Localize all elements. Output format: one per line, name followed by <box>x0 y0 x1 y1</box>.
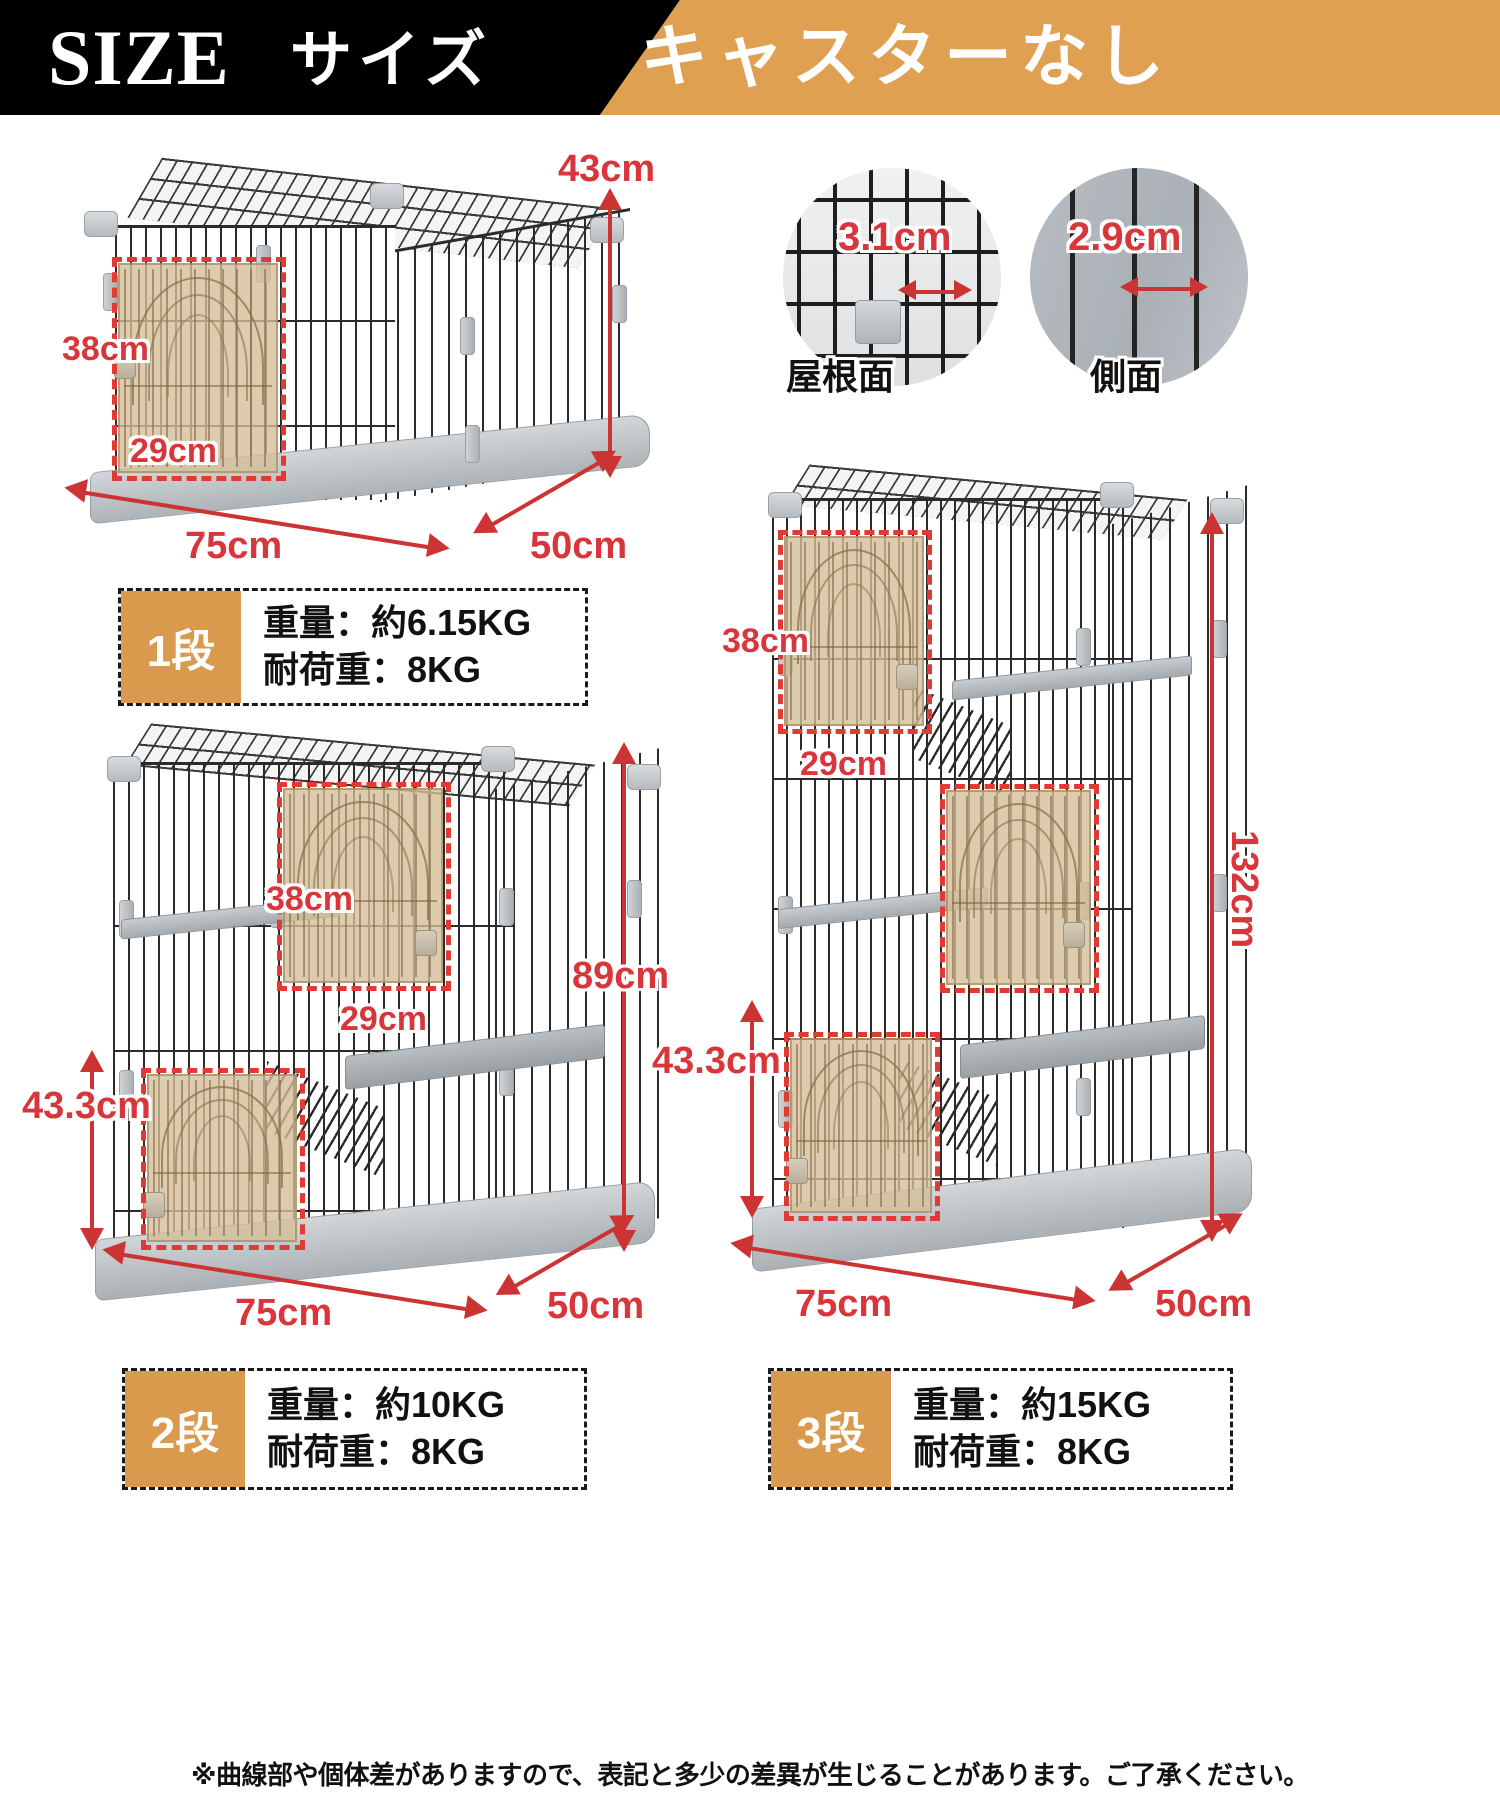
spec-weight: 重量：約10KG <box>267 1384 506 1426</box>
cage-corner-cap <box>590 217 624 243</box>
dim-tier3-depth: 50cm <box>1155 1283 1253 1325</box>
dim-tier3-door-height: 38cm <box>722 622 809 660</box>
cage-connector-clip <box>499 888 514 926</box>
cage-corner-cap <box>768 492 802 518</box>
cage-front-hbar <box>113 1050 513 1052</box>
spec-box-tier3: 3段 重量：約15KG 耐荷重：8KG <box>768 1368 1233 1490</box>
spec-tier-label: 1段 <box>121 591 241 703</box>
spec-tier-label: 2段 <box>125 1371 245 1487</box>
cage-corner-cap <box>627 764 661 790</box>
dim-tier1-door-width: 29cm <box>130 432 217 470</box>
arrow-tier3-height <box>1200 512 1224 1242</box>
header-orange-panel <box>600 0 1500 115</box>
cage-door-lower[interactable] <box>143 1074 297 1242</box>
dim-roof-gap: 3.1cm <box>838 215 952 259</box>
header-size-jp: サイズ <box>290 26 493 95</box>
dim-tier3-height: 132cm <box>1223 830 1265 949</box>
cage-front-hbar <box>772 778 1132 780</box>
door-arch-inner <box>833 1081 889 1150</box>
footer-disclaimer: ※曲線部や個体差がありますので、表記と多少の差異が生じることがあります。ご了承く… <box>191 1760 1309 1790</box>
arrow-roof-gap <box>898 275 972 305</box>
header-black-panel <box>0 0 680 115</box>
dim-tier2-depth: 50cm <box>547 1285 645 1327</box>
cage-illustration-tier3 <box>752 464 1252 1278</box>
cage-door-upper[interactable] <box>283 788 443 983</box>
spec-capacity: 耐荷重：8KG <box>263 649 482 690</box>
cage-door[interactable] <box>114 263 278 473</box>
cage-corner-cap <box>84 211 118 237</box>
cage-front-hbar <box>113 1210 513 1212</box>
dim-tier3-door-width: 29cm <box>800 745 887 783</box>
spec-box-tier2: 2段 重量：約10KG 耐荷重：8KG <box>122 1368 587 1490</box>
cage-door-middle[interactable] <box>946 790 1091 985</box>
cage-connector-clip <box>627 880 642 918</box>
cage-corner-cap <box>107 756 141 782</box>
door-hbar <box>153 1172 291 1174</box>
cage-corner-cap <box>1100 482 1134 508</box>
dim-tier2-level-height: 43.3cm <box>22 1085 151 1127</box>
door-hbar <box>952 902 1085 904</box>
cage-connector-clip <box>465 425 480 463</box>
label-side-surface: 側面 <box>1090 356 1163 397</box>
dim-tier1-door-height: 38cm <box>62 330 149 368</box>
cage-connector-clip <box>1076 628 1091 666</box>
inset-side-detail <box>1030 168 1248 386</box>
cage-connector-clip <box>103 273 118 311</box>
arrow-tier1-height <box>598 188 622 478</box>
spec-weight: 重量：約6.15KG <box>263 602 532 644</box>
door-latch[interactable] <box>786 1158 808 1184</box>
door-hbar <box>289 900 437 902</box>
door-latch[interactable] <box>143 1192 165 1218</box>
door-hbar <box>124 385 272 387</box>
header-caster-label: キャスターなし <box>640 19 1173 95</box>
arrow-tier2-height <box>612 742 636 1252</box>
dim-tier2-door-height: 38cm <box>266 880 353 918</box>
dim-tier1-depth: 50cm <box>530 525 628 567</box>
dim-tier1-height: 43cm <box>558 148 656 190</box>
dim-tier1-width: 75cm <box>185 525 283 567</box>
cage-door-top[interactable] <box>784 536 924 726</box>
page-header: SIZE サイズ キャスターなし <box>0 0 1500 115</box>
arrow-tier2-level-height <box>80 1050 104 1250</box>
door-latch[interactable] <box>896 664 918 690</box>
cage-connector-clip <box>460 317 475 355</box>
cage-door-bottom[interactable] <box>786 1038 932 1213</box>
dim-tier3-level-height: 43.3cm <box>652 1040 781 1082</box>
spec-tier-label: 3段 <box>771 1371 891 1487</box>
spec-capacity: 耐荷重：8KG <box>913 1431 1132 1472</box>
door-latch[interactable] <box>415 930 437 956</box>
dim-tier2-width: 75cm <box>235 1292 333 1334</box>
arrow-tier3-level-height <box>740 1000 764 1218</box>
cage-corner-cap <box>481 746 515 772</box>
cage-front-hbar <box>772 1038 1132 1040</box>
label-roof-surface: 屋根面 <box>786 356 895 397</box>
inset-roof-mesh <box>783 168 1001 386</box>
cage-corner-cap <box>370 183 404 209</box>
cage-front-hbar <box>772 658 1132 660</box>
dim-tier3-width: 75cm <box>795 1283 893 1325</box>
inset-side-mesh <box>1030 168 1248 386</box>
cage-illustration-tier1 <box>60 157 650 525</box>
dim-side-gap: 2.9cm <box>1068 215 1182 259</box>
header-size-en: SIZE <box>48 14 230 101</box>
door-latch[interactable] <box>1063 922 1085 948</box>
door-hbar <box>790 646 918 648</box>
cage-connector-clip <box>612 285 627 323</box>
arrow-side-gap <box>1120 272 1208 302</box>
spec-capacity: 耐荷重：8KG <box>267 1431 486 1472</box>
spec-box-tier1: 1段 重量：約6.15KG 耐荷重：8KG <box>118 588 588 706</box>
door-hbar <box>796 1140 926 1142</box>
inset-roof-detail <box>783 168 1001 386</box>
dim-tier2-height: 89cm <box>572 955 670 997</box>
cage-connector-clip <box>1076 1078 1091 1116</box>
cage-front-hbar <box>772 1178 1132 1180</box>
cage-connector-clip <box>119 1070 134 1108</box>
inset-roof-clip <box>855 300 901 344</box>
dim-tier2-door-width: 29cm <box>340 1000 427 1038</box>
spec-weight: 重量：約15KG <box>913 1384 1152 1426</box>
